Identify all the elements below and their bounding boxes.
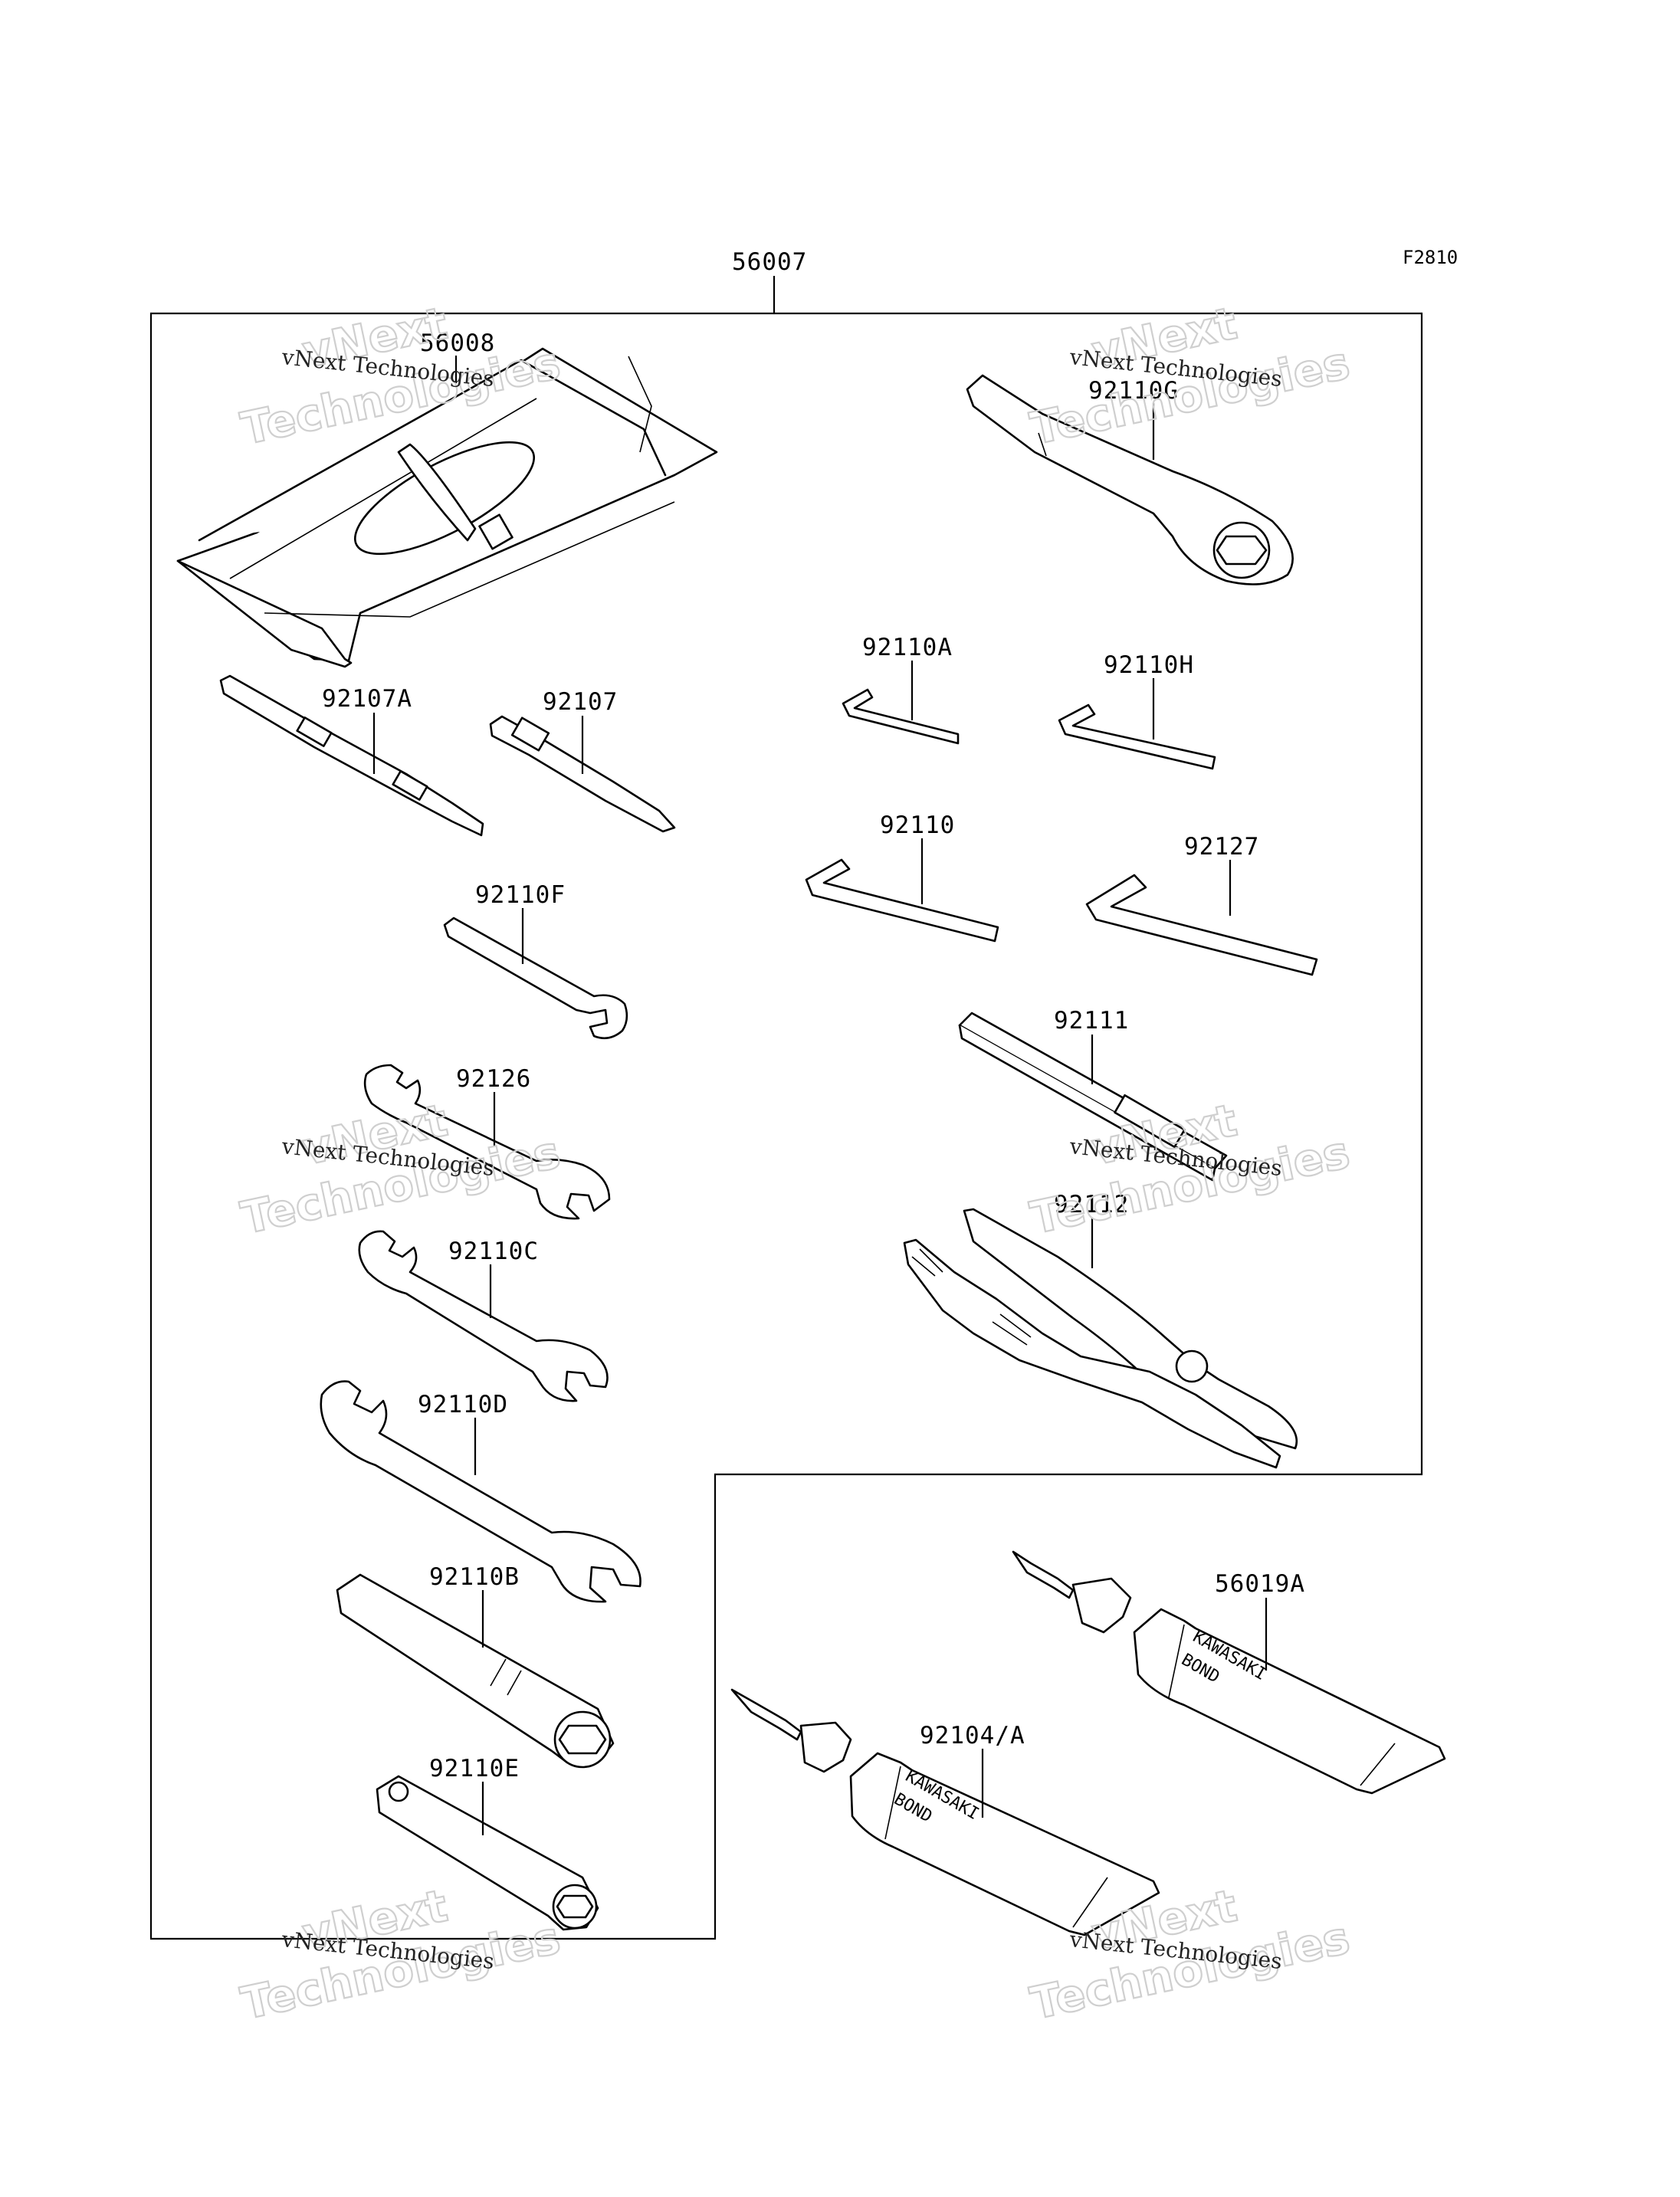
- hex-key-h: [1058, 703, 1216, 770]
- hex-key: [805, 858, 999, 943]
- hex-key-h-label: 92110H: [1104, 651, 1194, 679]
- bond-tube-b-label: 92104/A: [920, 1722, 1025, 1749]
- assembly-label: 56007: [732, 248, 807, 276]
- watermark-top-right: vNext Technologies vNext Technologies: [1025, 296, 1355, 455]
- hex-key-large-label: 92127: [1184, 833, 1259, 861]
- spanner-d: [320, 1380, 641, 1603]
- ring-wrench-label: 92110G: [1088, 377, 1179, 405]
- spanner-f-label: 92110F: [475, 881, 566, 909]
- box-wrench-e-label: 92110E: [429, 1755, 520, 1782]
- assembly-outline: [149, 312, 1423, 1940]
- spanner-d-label: 92110D: [418, 1391, 508, 1418]
- spanner-f: [443, 917, 628, 1040]
- spanner-c: [358, 1230, 609, 1402]
- box-wrench-b-label: 92110B: [429, 1563, 520, 1591]
- hex-key-a-label: 92110A: [862, 634, 953, 661]
- spanner-c-label: 92110C: [448, 1238, 539, 1265]
- figure-code: F2810: [1403, 247, 1458, 268]
- hex-key-large: [1085, 874, 1318, 976]
- tool-bag: [176, 347, 718, 668]
- screwdriver-long: [219, 674, 484, 837]
- box-wrench-e: [376, 1775, 599, 1931]
- ring-wrench: [966, 374, 1294, 585]
- pliers: [903, 1208, 1298, 1469]
- pliers-label: 92112: [1054, 1191, 1129, 1218]
- hex-key-label: 92110: [880, 812, 955, 839]
- spanner-26: [363, 1064, 611, 1220]
- extension-bar-label: 92111: [1054, 1007, 1129, 1035]
- bond-tube-a: [1012, 1550, 1446, 1795]
- box-wrench-b: [336, 1573, 615, 1769]
- watermark-mid-right: vNext Technologies vNext Technologies: [1025, 1093, 1355, 1244]
- spanner-26-label: 92126: [456, 1065, 531, 1093]
- screwdriver-long-label: 92107A: [322, 685, 412, 713]
- watermark-bottom-left: vNext Technologies vNext Technologies: [236, 1878, 566, 2030]
- tool-bag-label: 56008: [420, 330, 495, 357]
- bond-tube-b: [730, 1688, 1160, 1936]
- hex-key-a: [842, 688, 960, 745]
- bond-tube-a-label: 56019A: [1215, 1570, 1305, 1598]
- extension-bar: [958, 1012, 1228, 1182]
- watermark-mid-left: vNext Technologies vNext Technologies: [236, 1093, 566, 1244]
- screwdriver-short-label: 92107: [543, 688, 618, 716]
